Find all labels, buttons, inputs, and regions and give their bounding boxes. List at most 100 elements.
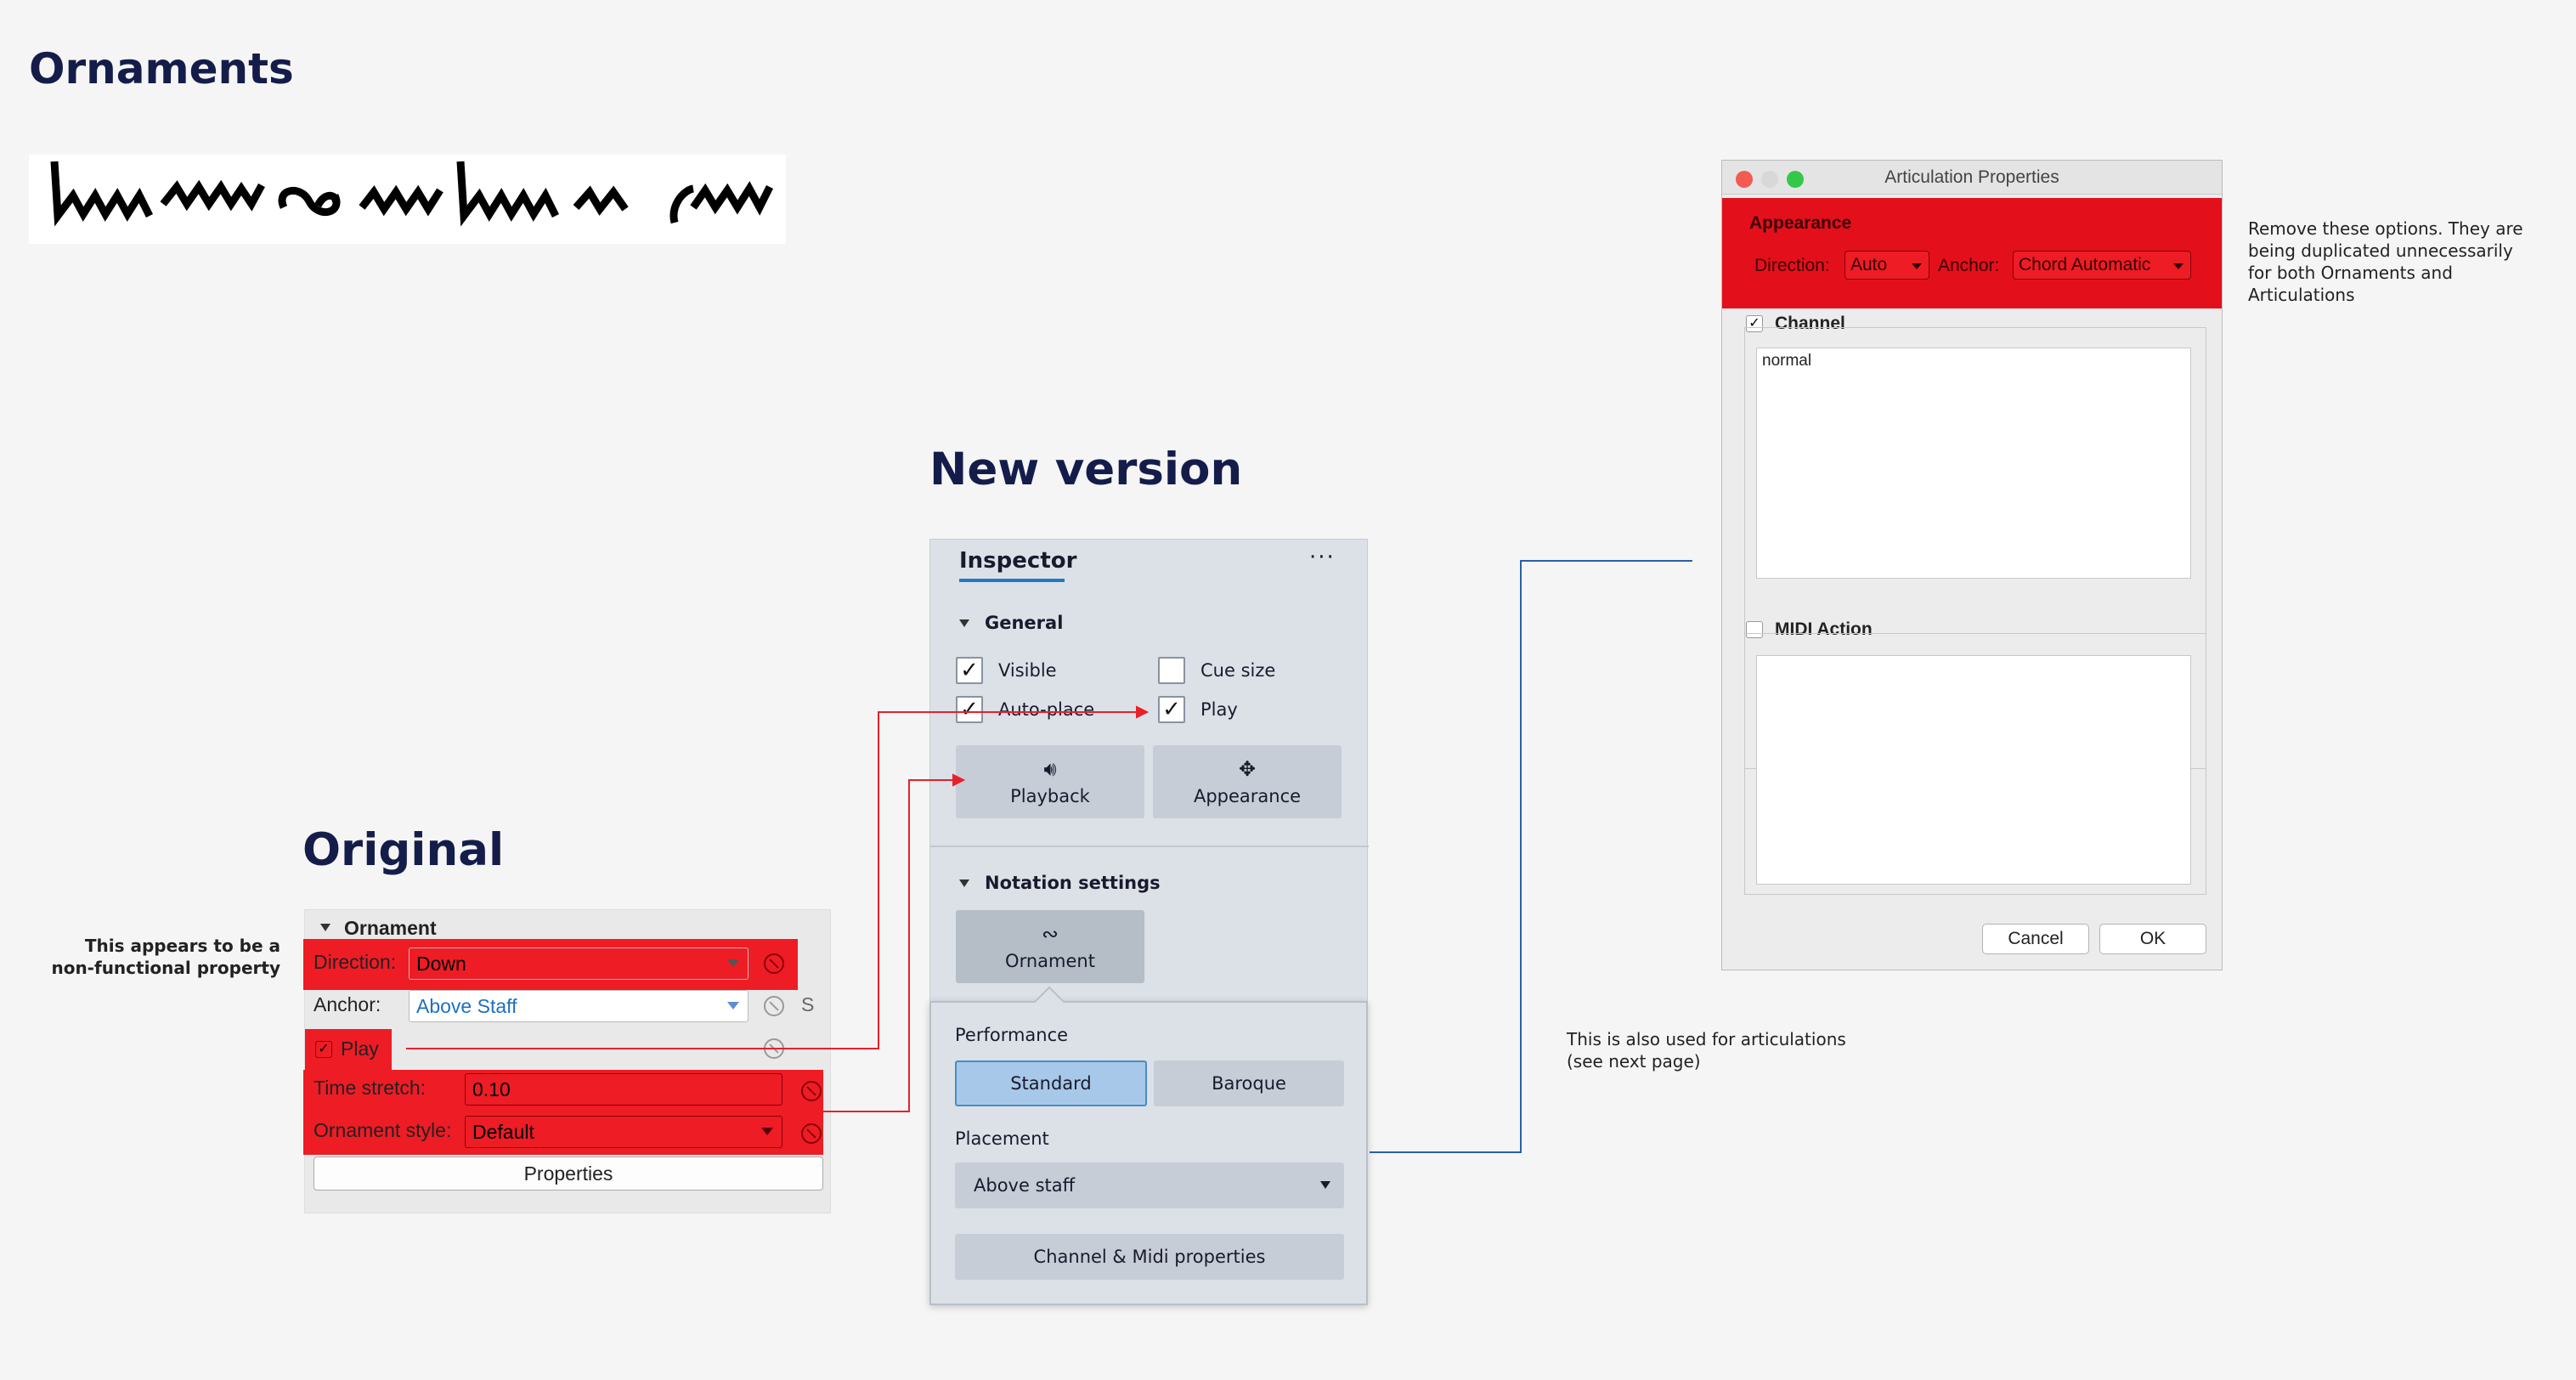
visible-checkbox[interactable]: ✓: [956, 657, 983, 684]
collapse-arrow-icon[interactable]: [320, 924, 330, 931]
close-window-icon[interactable]: [1736, 171, 1753, 188]
turn-ornament-icon: ∾: [1041, 922, 1059, 946]
notation-settings-label: Notation settings: [985, 873, 1161, 893]
ok-button[interactable]: OK: [2099, 924, 2206, 954]
trill-long-icon: [690, 181, 774, 216]
ornament-section-title: Ornament: [344, 917, 437, 939]
midi-action-list[interactable]: [1756, 655, 2191, 885]
baroque-option[interactable]: Baroque: [1154, 1060, 1344, 1106]
dialog-direction-label: Direction:: [1754, 256, 1830, 275]
trill-mordent-icon: [359, 184, 443, 217]
appearance-button[interactable]: ✥ Appearance: [1153, 745, 1342, 818]
appearance-label: Appearance: [1193, 786, 1302, 806]
ornaments-heading: Ornaments: [29, 44, 294, 93]
articulation-properties-dialog: Articulation Properties Appearance Direc…: [1721, 160, 2223, 970]
time-stretch-input[interactable]: 0.10: [465, 1073, 782, 1106]
direction-select[interactable]: Down: [409, 947, 749, 980]
auto-place-checkbox[interactable]: ✓: [956, 696, 983, 723]
midi-group-frame: [1744, 633, 2206, 895]
auto-place-label: Auto-place: [998, 699, 1095, 720]
dropdown-caret-icon: [1912, 263, 1922, 269]
ornament-style-reset-icon[interactable]: [801, 1123, 822, 1144]
dropdown-caret-icon: [2173, 263, 2183, 269]
notation-collapse-icon[interactable]: [959, 879, 969, 887]
dialog-direction-value: Auto: [1850, 255, 1888, 274]
time-stretch-reset-icon[interactable]: [801, 1081, 822, 1101]
midi-action-label: MIDI Action: [1775, 619, 1873, 639]
zoom-window-icon[interactable]: [1787, 171, 1804, 188]
dropdown-caret-icon: [761, 1128, 773, 1135]
ornament-style-label: Ornament style:: [314, 1119, 452, 1141]
time-stretch-value: 0.10: [472, 1077, 511, 1100]
standard-option[interactable]: Standard: [955, 1060, 1147, 1106]
anchor-reset-icon[interactable]: [764, 996, 784, 1016]
dialog-anchor-select[interactable]: Chord Automatic: [2013, 251, 2191, 280]
dialog-anchor-value: Chord Automatic: [2019, 255, 2151, 274]
trill-zigzag-icon: [160, 179, 265, 212]
inspector-title-underline: [959, 579, 1065, 582]
dialog-anchor-label: Anchor:: [1938, 256, 2000, 275]
ornament-settings-popup: Performance Standard Baroque Placement A…: [929, 986, 1368, 1305]
ornament-symbols-strip: [29, 155, 786, 244]
cue-size-checkbox[interactable]: [1158, 657, 1185, 684]
ornament-style-select[interactable]: Default: [465, 1116, 782, 1148]
play-checkbox[interactable]: ✓: [315, 1041, 332, 1058]
general-collapse-icon[interactable]: [959, 619, 969, 627]
minimize-window-icon[interactable]: [1761, 171, 1778, 188]
play-label: Play: [1200, 699, 1238, 720]
dialog-titlebar: Articulation Properties: [1722, 161, 2222, 195]
original-heading: Original: [302, 824, 505, 876]
placement-label: Placement: [955, 1128, 1049, 1149]
anchor-suffix: S: [801, 993, 815, 1015]
placement-select[interactable]: Above staff: [955, 1162, 1344, 1208]
midi-action-checkbox[interactable]: [1746, 621, 1763, 638]
ornament-label: Ornament: [1005, 951, 1095, 971]
mordent-up-icon: [50, 161, 154, 227]
play-label: Play: [341, 1038, 379, 1060]
pralltriller-down-icon: [456, 161, 560, 227]
more-menu-icon[interactable]: ···: [1309, 545, 1336, 570]
direction-value: Down: [416, 952, 466, 975]
cancel-button[interactable]: Cancel: [1982, 924, 2089, 954]
turn-ornament-icon: [278, 186, 341, 217]
trill-prefix-icon: [669, 184, 695, 224]
channel-label: Channel: [1775, 314, 1845, 333]
speaker-icon: 🔊︎: [1043, 757, 1057, 781]
direction-reset-icon[interactable]: [764, 953, 784, 974]
playback-button[interactable]: 🔊︎ Playback: [956, 745, 1144, 818]
dropdown-caret-icon: [727, 1002, 739, 1010]
play-checkbox[interactable]: ✓: [1158, 696, 1185, 723]
anchor-select[interactable]: Above Staff: [409, 990, 749, 1022]
original-ornament-panel: Ornament Direction: Down Anchor: Above S…: [303, 909, 831, 1213]
placement-value: Above staff: [974, 1175, 1076, 1196]
section-divider: [930, 846, 1369, 847]
properties-button[interactable]: Properties: [314, 1157, 823, 1191]
channel-midi-button[interactable]: Channel & Midi properties: [955, 1234, 1344, 1280]
dialog-direction-select[interactable]: Auto: [1844, 251, 1929, 280]
dropdown-caret-icon: [727, 959, 739, 967]
note-articulations: This is also used for articulations (see…: [1567, 1029, 1846, 1072]
performance-label: Performance: [955, 1025, 1069, 1045]
cue-size-label: Cue size: [1200, 660, 1276, 681]
general-section-label: General: [985, 613, 1064, 633]
short-mordent-icon: [573, 185, 629, 216]
anchor-label: Anchor:: [314, 993, 381, 1015]
dialog-title: Articulation Properties: [1884, 167, 2059, 187]
inspector-title[interactable]: Inspector: [959, 548, 1077, 574]
move-icon: ✥: [1238, 757, 1257, 781]
channel-list[interactable]: normal: [1756, 348, 2191, 579]
appearance-label: Appearance: [1749, 213, 1852, 233]
channel-list-item[interactable]: normal: [1762, 352, 1812, 370]
ornament-button[interactable]: ∾ Ornament: [956, 910, 1144, 983]
note-remove-options: Remove these options. They are being dup…: [2248, 218, 2523, 305]
new-version-heading: New version: [929, 444, 1243, 495]
note-non-functional: This appears to be a non-functional prop…: [51, 936, 280, 978]
turn-ornament-icon-b: [314, 191, 340, 208]
anchor-value: Above Staff: [416, 994, 517, 1017]
dropdown-caret-icon: [1320, 1181, 1330, 1189]
playback-label: Playback: [1010, 786, 1090, 806]
ornament-style-value: Default: [472, 1120, 534, 1143]
channel-checkbox[interactable]: ✓: [1746, 315, 1763, 332]
direction-label: Direction:: [314, 951, 397, 973]
play-reset-icon[interactable]: [764, 1038, 784, 1059]
